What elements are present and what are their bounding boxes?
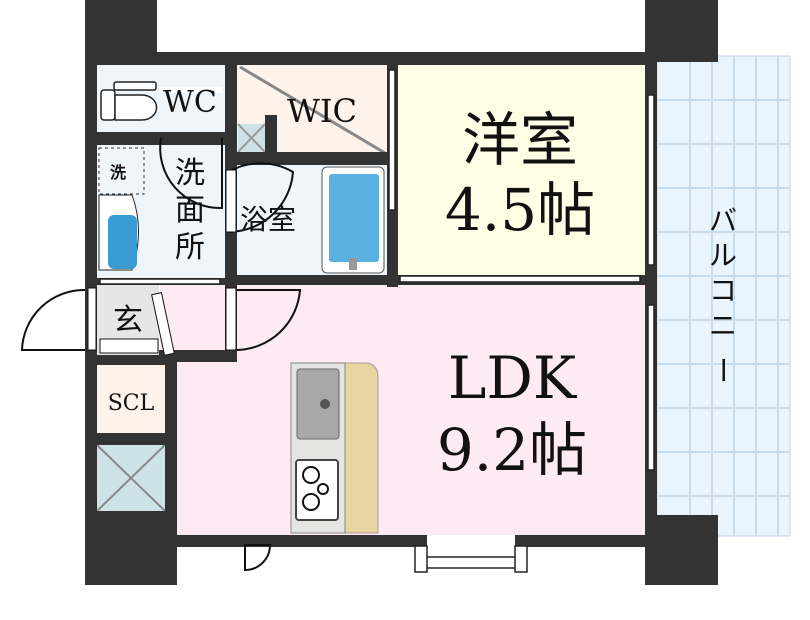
balcony-char: ル [709, 239, 737, 272]
toilet-icon [100, 81, 158, 121]
entrance-label: 玄 [113, 303, 143, 338]
washroom-label-3: 所 [175, 230, 205, 265]
ldk-room [160, 283, 650, 537]
western-room [396, 63, 648, 277]
washer-label: 洗 [110, 163, 126, 182]
kitchen-counter [290, 362, 379, 534]
washbasin-icon [98, 194, 139, 271]
washroom-label-2: 面 [175, 193, 205, 228]
doors-windows [99, 69, 655, 471]
balcony-char: コ [709, 274, 737, 307]
western-room-size: 4.5帖 [445, 176, 595, 244]
balcony-char: ー [706, 356, 739, 384]
shaft-box [96, 444, 166, 512]
sliding-window [414, 545, 528, 573]
balcony-char: バ [709, 204, 737, 237]
wic-label: WIC [287, 92, 357, 130]
scl-label: SCL [108, 391, 155, 416]
scl-closet [97, 365, 165, 433]
ldk-name: LDK [448, 344, 578, 412]
washroom-label-1: 洗 [175, 156, 205, 191]
door-swings [20, 137, 302, 572]
western-room-name: 洋室 [462, 106, 578, 174]
bathtub-icon [321, 166, 385, 274]
bathroom-label: 浴室 [240, 203, 296, 236]
balcony-label: バ ル コ ニ ー [706, 204, 739, 384]
wc-label: WC [163, 85, 217, 120]
pipe-shaft [237, 123, 266, 153]
balcony-char: ニ [709, 309, 737, 342]
washer-space [98, 147, 145, 195]
ldk-size: 9.2帖 [437, 416, 587, 484]
balcony [656, 55, 791, 537]
